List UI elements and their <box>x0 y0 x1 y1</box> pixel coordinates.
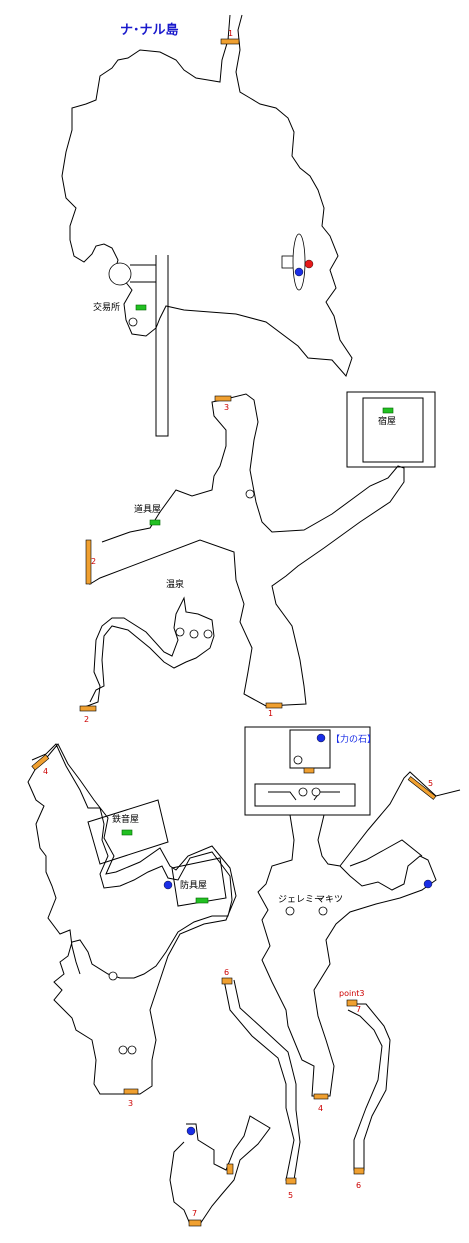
dock-pier <box>155 255 169 437</box>
bottom-room-blue-marker[interactable] <box>186 1126 196 1136</box>
northeast-passage <box>339 771 461 867</box>
trade-house-label: 交易所 <box>93 301 120 313</box>
inn-label: 宿屋 <box>378 415 396 427</box>
section-bottom-corridors: 6 5 point3 7 6 7 <box>169 968 391 1227</box>
middle-object <box>245 489 255 499</box>
exit-6-top[interactable] <box>221 977 233 985</box>
inn-outer <box>346 391 436 468</box>
corridor-6-to-5 <box>223 979 301 1181</box>
exit-3-bottom-label: 3 <box>128 1099 133 1108</box>
exit-1-middle-label: 1 <box>268 709 273 718</box>
exit-6-bottom[interactable] <box>353 1167 365 1175</box>
exit-5-bottom-label: 5 <box>288 1191 293 1200</box>
lower-right-outline <box>257 814 437 1097</box>
item-shop-marker[interactable] <box>149 519 161 526</box>
exit-7-bottom[interactable] <box>188 1219 202 1227</box>
bottom-room-door[interactable] <box>226 1163 234 1175</box>
lower-left-object-1 <box>108 971 118 981</box>
hot-spring-label: 温泉 <box>166 578 184 590</box>
exit-2-left[interactable] <box>85 539 92 585</box>
exit-4-bottom-label: 4 <box>318 1104 323 1113</box>
exit-1-middle[interactable] <box>265 702 283 709</box>
exit-5-right[interactable] <box>407 776 437 800</box>
blue-marker[interactable] <box>294 267 304 277</box>
smith-label: 鉄音屋 <box>112 813 139 825</box>
makitsu-marker[interactable] <box>318 906 328 916</box>
lower-left-object-2 <box>118 1045 128 1055</box>
upper-island-outline <box>61 14 353 377</box>
trade-house-marker[interactable] <box>135 304 147 311</box>
hot-spring-object-2 <box>189 629 199 639</box>
map-title: ナ･ナル島 <box>120 22 179 38</box>
exit-6-bottom-label: 6 <box>356 1181 361 1190</box>
exit-4-bottom[interactable] <box>313 1093 329 1100</box>
exit-5-bottom[interactable] <box>285 1177 297 1185</box>
exit-5-right-label: 5 <box>428 779 433 788</box>
corridor-7-to-6 <box>347 1003 391 1171</box>
exit-6-top-label: 6 <box>224 968 229 977</box>
power-stone-marker[interactable] <box>316 733 326 743</box>
bottom-room-outline <box>169 1115 271 1225</box>
well-circle <box>108 262 132 286</box>
hall-object-1 <box>298 787 308 797</box>
power-stone-room <box>244 726 371 816</box>
lower-left-outline <box>27 743 237 1095</box>
hot-spring-object-1 <box>175 627 185 637</box>
red-marker[interactable] <box>304 259 314 269</box>
section-lower-right: 【力の石】 5 ジェレミー マキツ 4 <box>244 726 461 1113</box>
armor-blue-marker[interactable] <box>163 880 173 890</box>
power-stone-door[interactable] <box>303 767 315 774</box>
hot-spring-path <box>81 596 215 709</box>
exit-3-middle-label: 3 <box>224 403 229 412</box>
section-lower-left: 4 鉄音屋 防具屋 3 <box>27 743 237 1108</box>
smith-building <box>87 799 169 865</box>
smith-marker[interactable] <box>121 829 133 836</box>
hall-object-2 <box>311 787 321 797</box>
middle-cave-outline <box>89 393 405 707</box>
trade-object <box>128 317 138 327</box>
exit-2-bottom-label: 2 <box>84 715 89 724</box>
exit-1-top-label: 1 <box>228 29 233 38</box>
exit-7-bottom-label: 7 <box>192 1209 197 1218</box>
armor-label: 防具屋 <box>180 879 207 891</box>
exit-2-left-label: 2 <box>91 557 96 566</box>
jeremy-label: ジェレミー <box>278 895 323 905</box>
item-shop-label: 道具屋 <box>134 503 161 515</box>
exit-4-left-label: 4 <box>43 767 48 776</box>
section-middle: 宿屋 3 2 1 道具屋 温泉 2 <box>79 391 436 724</box>
east-blue-marker[interactable] <box>423 879 433 889</box>
exit-2-bottom[interactable] <box>79 705 97 712</box>
power-stone-object <box>293 755 303 765</box>
jeremy-marker[interactable] <box>285 906 295 916</box>
power-stone-label: 【力の石】 <box>331 733 376 745</box>
lower-left-object-3 <box>127 1045 137 1055</box>
armor-building <box>171 857 227 907</box>
inn-marker[interactable] <box>382 407 394 414</box>
exit-7-top-label: 7 <box>356 1005 361 1014</box>
inn-inner <box>362 397 424 463</box>
tower-oval <box>292 233 306 291</box>
section-upper-island: 1 交易所 <box>61 14 353 437</box>
exit-3-bottom[interactable] <box>123 1088 139 1095</box>
dock-connector <box>130 264 156 283</box>
exit-3-middle[interactable] <box>214 395 232 402</box>
point3-label: point3 <box>339 989 365 998</box>
exit-7-top[interactable] <box>346 999 358 1007</box>
exit-4-left[interactable] <box>31 754 50 771</box>
makitsu-label: マキツ <box>316 895 343 905</box>
hot-spring-object-3 <box>203 629 213 639</box>
exit-1-top[interactable] <box>220 38 240 45</box>
armor-marker[interactable] <box>195 897 209 904</box>
